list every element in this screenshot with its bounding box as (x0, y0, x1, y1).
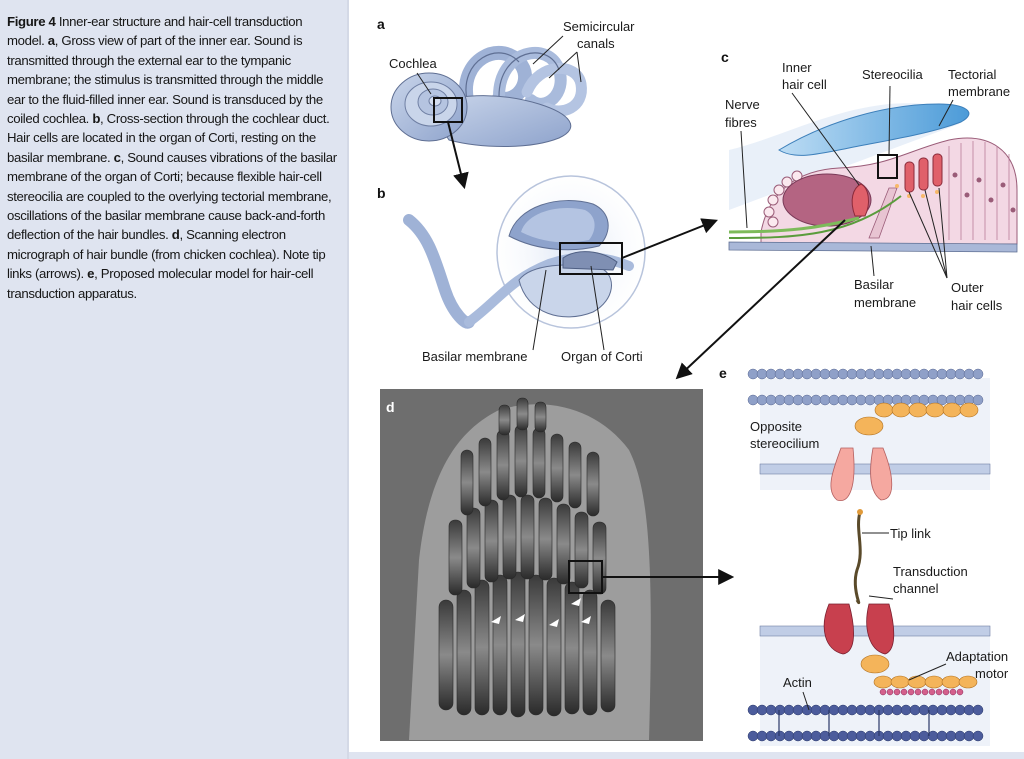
caption-panel: Figure 4 Inner-ear structure and hair-ce… (0, 0, 347, 759)
actin-filaments-top (747, 368, 984, 406)
caption-letter-d: d (171, 227, 180, 243)
panel-letter-c: c (721, 49, 729, 65)
label-outer-hair-cells-line1: Outer (951, 280, 984, 295)
label-outer-hair-cells-line2: hair cells (951, 298, 1003, 313)
panel-e: e (719, 365, 1009, 746)
organ-of-corti-drawing (728, 85, 1019, 279)
arrow-c-to-d (675, 219, 846, 380)
label-basilar-membrane-b: Basilar membrane (422, 349, 528, 364)
caption-text-a: , Gross view of part of the inner ear. S… (7, 33, 324, 127)
transduction-channel (823, 603, 895, 655)
panel-letter-e: e (719, 365, 727, 381)
actin-pointer (802, 691, 810, 711)
caption-letter-c: c (113, 149, 121, 165)
panel-divider (347, 0, 349, 759)
panel-letter-d: d (386, 399, 395, 415)
panel-d: d (380, 389, 735, 741)
caption-intro: Inner-ear structure and hair-cell transd… (7, 14, 303, 49)
caption-text-b: , Cross-section through the cochlear duc… (7, 111, 330, 165)
adaptation-motor-top (854, 402, 979, 436)
figure-label: Figure 4 (7, 14, 56, 29)
arrow-b-to-c (621, 218, 718, 259)
label-organ-of-corti: Organ of Corti (561, 349, 643, 364)
tip-link (853, 509, 863, 604)
label-cochlea: Cochlea (389, 56, 437, 71)
label-inner-hair-cell-line2: hair cell (782, 77, 827, 92)
label-transduction-channel-line1: Transduction (893, 564, 968, 579)
label-actin: Actin (783, 675, 812, 690)
label-basilar-membrane-c-line2: membrane (854, 295, 916, 310)
panel-letter-b: b (377, 185, 386, 201)
caption-letter-b: b (92, 111, 101, 127)
label-basilar-membrane-c-line1: Basilar (854, 277, 894, 292)
cochlear-duct-drawing (403, 175, 646, 351)
label-opposite-stereocilium-line1: Opposite (750, 419, 802, 434)
adaptation-motor-pointer (908, 663, 947, 681)
transduction-channel-pointer (868, 595, 894, 600)
label-semicircular-canals-line2: canals (577, 36, 615, 51)
label-adaptation-motor-line2: motor (975, 666, 1009, 681)
figure-illustration: a Semicircular canals Cochlea (377, 16, 1019, 746)
label-stereocilia: Stereocilia (862, 67, 923, 82)
label-tectorial-membrane-line1: Tectorial (948, 67, 997, 82)
caption-letter-e: e (87, 266, 95, 282)
figure-caption: Figure 4 Inner-ear structure and hair-ce… (7, 12, 341, 303)
adaptation-motor (860, 654, 978, 689)
channel-top (830, 447, 893, 501)
label-transduction-channel-line2: channel (893, 581, 939, 596)
label-adaptation-motor-line1: Adaptation (946, 649, 1008, 664)
panel-a: a Semicircular canals Cochlea (377, 16, 635, 190)
panel-letter-a: a (377, 16, 385, 32)
caption-text-c: , Sound causes vibrations of the basilar… (7, 149, 337, 243)
panel-b: b Basilar membrane Organ of Corti (377, 175, 718, 364)
caption-text-e: , Proposed molecular model for hair-cell… (7, 266, 314, 301)
myosin-chain (879, 688, 964, 696)
label-semicircular-canals-line1: Semicircular (563, 19, 635, 34)
actin-filaments-bottom (747, 704, 984, 742)
inner-ear-drawing (390, 35, 587, 147)
caption-letter-a: a (47, 33, 55, 49)
bottom-strip (349, 752, 1024, 759)
label-opposite-stereocilium-line2: stereocilium (750, 436, 819, 451)
caption-text-d: , Scanning electron micrograph of hair b… (7, 227, 326, 282)
figure-panel: a Semicircular canals Cochlea (349, 0, 1024, 759)
panel-c: c Inner hair cell Stereocilia Tectorial … (675, 49, 1019, 380)
label-tectorial-membrane-line2: membrane (948, 84, 1010, 99)
label-tip-link: Tip link (890, 526, 931, 541)
arrow-a-to-b (447, 121, 469, 190)
sem-micrograph-hair-bundle (409, 397, 651, 740)
label-nerve-fibres-line2: fibres (725, 115, 757, 130)
label-nerve-fibres-line1: Nerve (725, 97, 760, 112)
label-inner-hair-cell-line1: Inner (782, 60, 812, 75)
